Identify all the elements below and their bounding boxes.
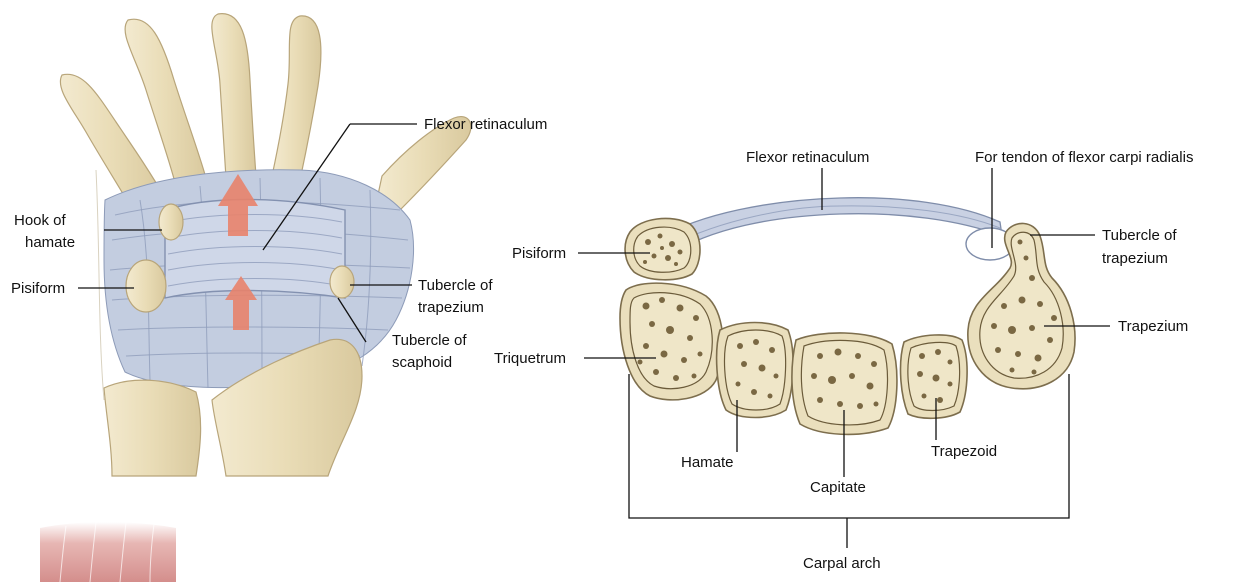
label-flexor-retinaculum-left: Flexor retinaculum [424, 116, 547, 133]
label-fcr-tendon: For tendon of flexor carpi radialis [975, 149, 1193, 166]
metacarpal-bone [212, 14, 256, 178]
label-tubercle-scaphoid: Tubercle of [392, 332, 467, 349]
wrist-skin-edge [96, 170, 104, 400]
carpal-arch-cross-section [620, 198, 1075, 435]
svg-text:trapezium: trapezium [418, 299, 484, 316]
label-tubercle-trapezium-left: Tubercle of [418, 277, 493, 294]
label-hook-of-hamate: Hook of [14, 212, 67, 229]
label-tubercle-trapezium-right: Tubercle of [1102, 227, 1177, 244]
ulna-bone [104, 380, 201, 476]
label-hamate: Hamate [681, 454, 734, 471]
label-carpal-arch: Carpal arch [803, 555, 881, 572]
label-pisiform-left: Pisiform [11, 280, 65, 297]
label-triquetrum: Triquetrum [494, 350, 566, 367]
label-capitate: Capitate [810, 479, 866, 496]
svg-text:trapezium: trapezium [1102, 250, 1168, 267]
label-trapezoid: Trapezoid [931, 443, 997, 460]
hook-of-hamate [159, 204, 183, 240]
wrist-illustration [60, 14, 471, 476]
label-pisiform-right: Pisiform [512, 245, 566, 262]
svg-text:scaphoid: scaphoid [392, 354, 452, 371]
svg-text:hamate: hamate [25, 234, 75, 251]
label-flexor-retinaculum-right: Flexor retinaculum [746, 149, 869, 166]
label-trapezium: Trapezium [1118, 318, 1188, 335]
pisiform-bone [126, 260, 166, 312]
forearm-muscle-fragment [40, 522, 176, 582]
tubercle-of-trapezium [330, 266, 354, 298]
metacarpal-bone [272, 16, 321, 180]
